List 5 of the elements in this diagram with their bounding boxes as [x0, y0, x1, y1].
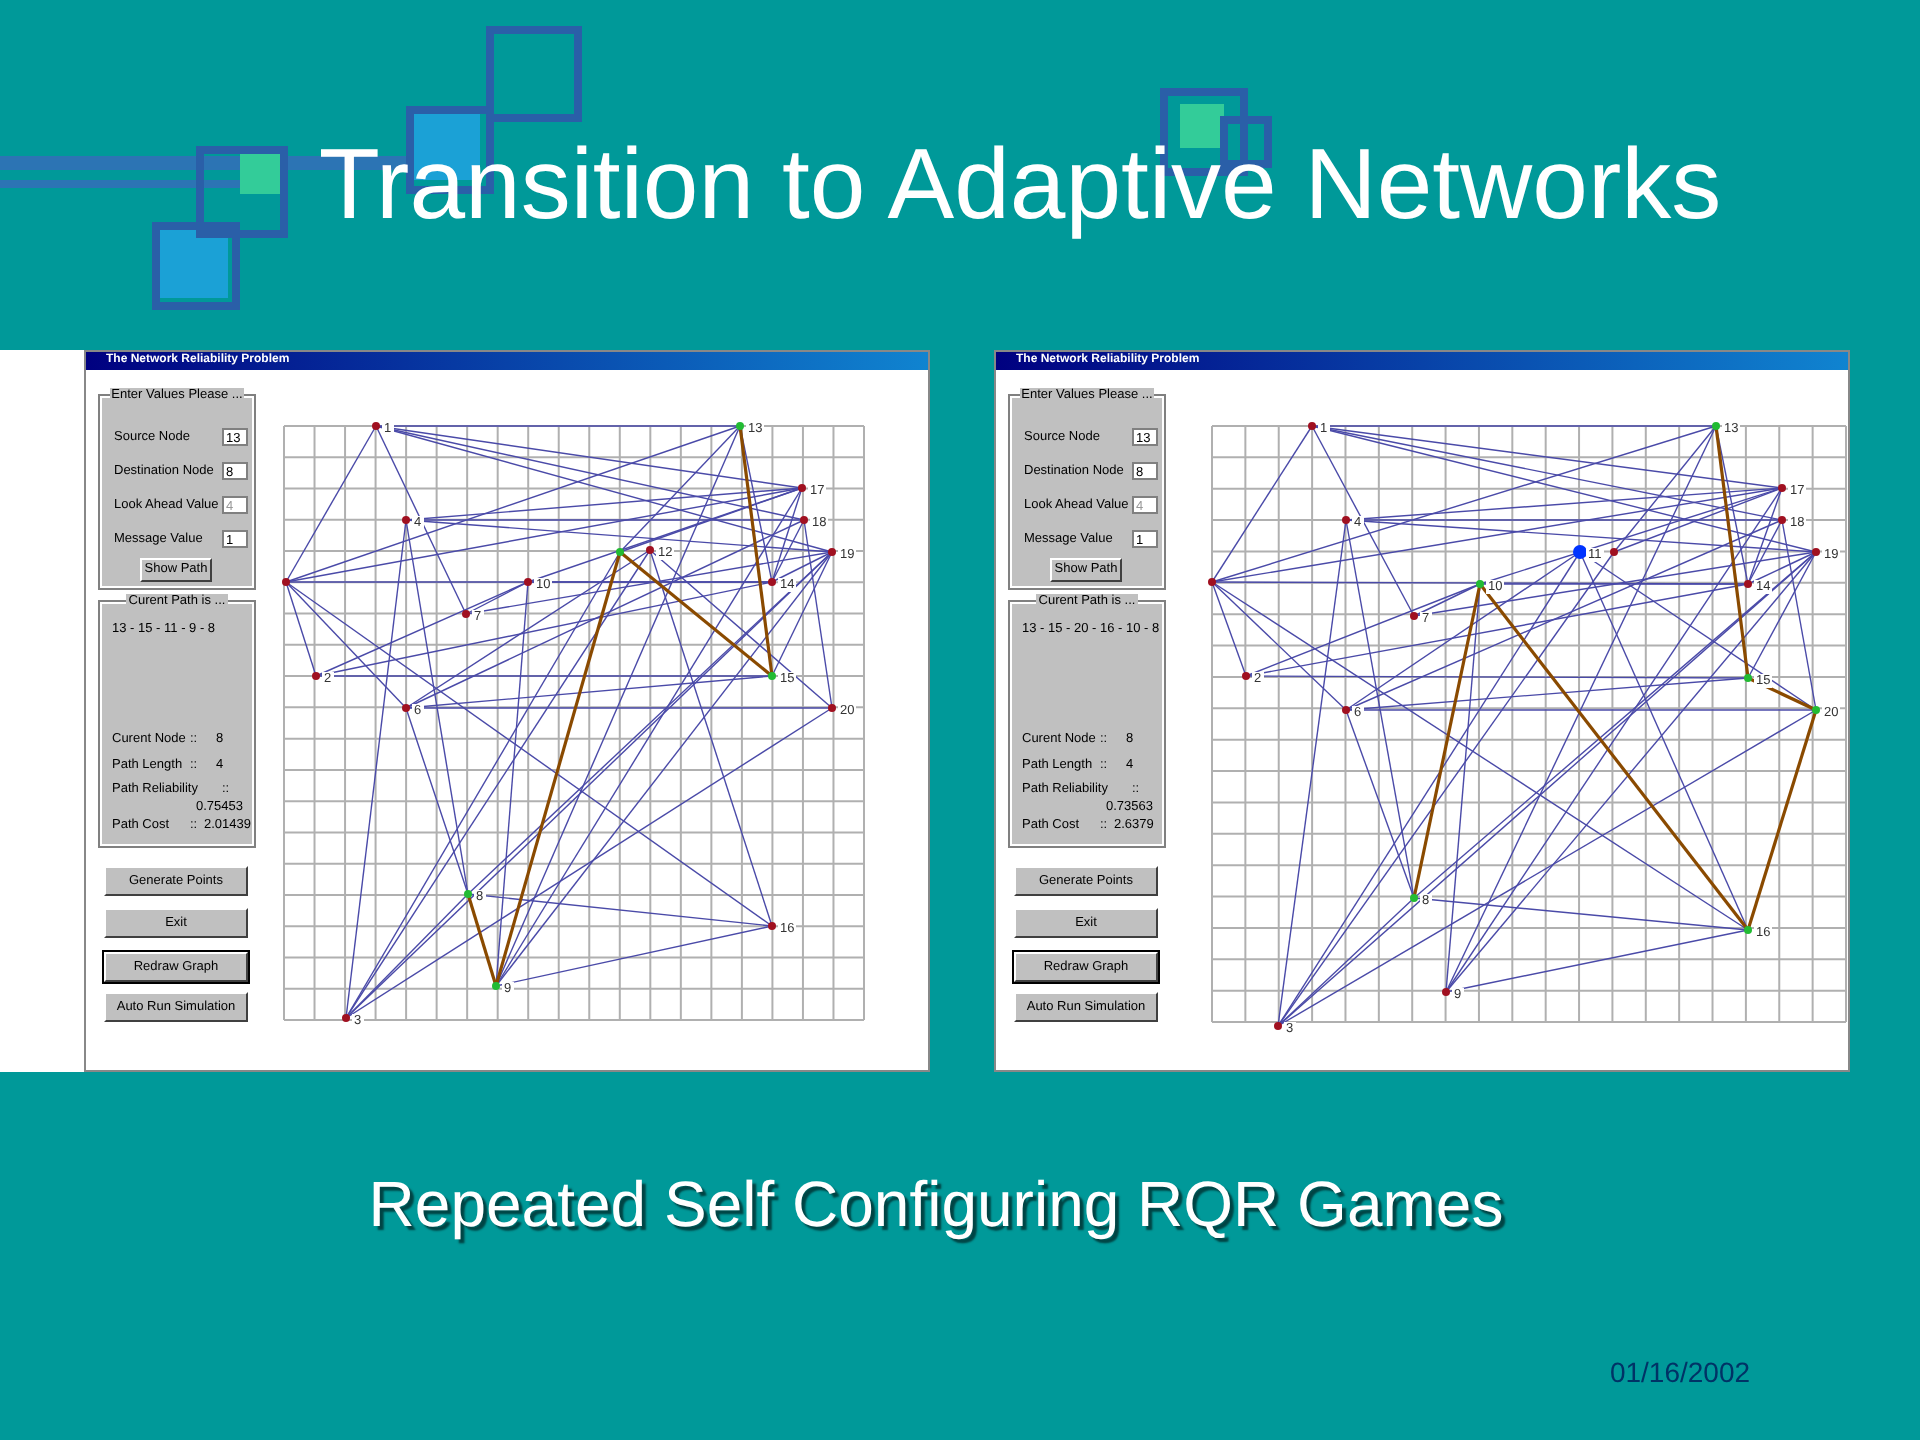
app-window	[994, 350, 1850, 1072]
slide-date: 01/16/2002	[1607, 1356, 1753, 1388]
app-window	[84, 350, 930, 1072]
slide-caption: Repeated Self Configuring RQR Games	[366, 1166, 1506, 1244]
slide-title: Transition to Adaptive Networks	[316, 126, 1724, 244]
